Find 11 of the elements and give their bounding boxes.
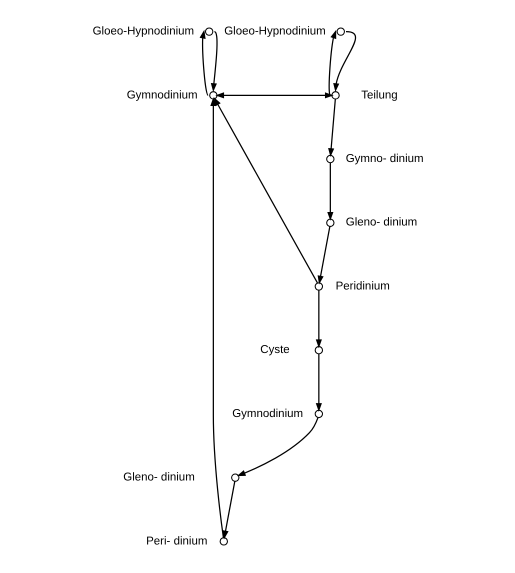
node-label: Peridinium bbox=[335, 280, 390, 292]
node-label: Gymnodinium bbox=[126, 89, 198, 102]
node-label: Gymnodinium bbox=[232, 408, 303, 420]
node-label: Peri- dinium bbox=[146, 535, 207, 548]
node-label: Gloeo-Hypnodinium bbox=[224, 26, 326, 38]
node-label: Gleno- dinium bbox=[345, 216, 417, 229]
node-label: Cyste bbox=[260, 344, 290, 356]
node-label: Teilung bbox=[360, 89, 398, 102]
node-label: Gymno- dinium bbox=[345, 152, 424, 165]
node-label: Gloeo-Hypnodinium bbox=[92, 26, 194, 38]
node-label: Gleno- dinium bbox=[122, 472, 194, 484]
